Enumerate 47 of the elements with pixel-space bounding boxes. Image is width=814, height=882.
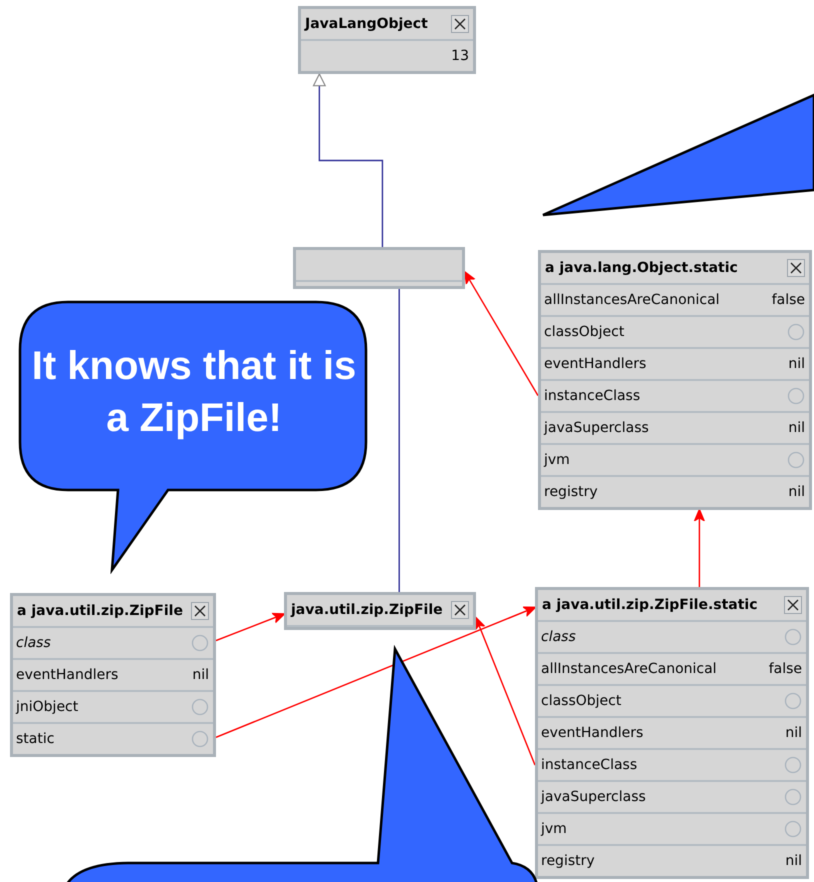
arrow xyxy=(464,270,539,396)
field-value: nil xyxy=(788,420,805,436)
inspector-window xyxy=(284,592,476,630)
field-name: allInstancesAreCanonical xyxy=(544,292,720,308)
field-name: instanceClass xyxy=(541,757,638,773)
arrow xyxy=(216,606,536,738)
field-value: nil xyxy=(785,725,802,741)
field-name: class xyxy=(16,635,51,651)
window-title: a java.lang.Object.static xyxy=(545,260,738,276)
callout-text: It knows that it is a ZipFile! xyxy=(30,343,358,442)
field-name: jvm xyxy=(544,452,570,468)
arrow xyxy=(694,508,705,587)
field-value: nil xyxy=(192,667,209,683)
window-title: JavaLangObject xyxy=(305,16,428,32)
field-name: javaSuperclass xyxy=(541,789,646,805)
window-title: a java.util.zip.ZipFile.static xyxy=(542,597,758,613)
field-name: class xyxy=(541,629,576,645)
field-name: javaSuperclass xyxy=(544,420,649,436)
inspector-window xyxy=(535,587,809,879)
field-name: registry xyxy=(541,853,595,869)
instance-count: 13 xyxy=(451,48,469,64)
field-name: eventHandlers xyxy=(541,725,644,741)
window-title: a java.util.zip.ZipFile xyxy=(17,603,183,619)
arrow xyxy=(312,73,384,247)
field-value: nil xyxy=(788,356,805,372)
field-value: nil xyxy=(788,484,805,500)
field-value: false xyxy=(772,292,805,308)
field-name: classObject xyxy=(541,693,622,709)
field-name: static xyxy=(16,731,54,747)
inspector-window xyxy=(538,250,812,510)
field-name: allInstancesAreCanonical xyxy=(541,661,717,677)
field-name: eventHandlers xyxy=(16,667,118,683)
connector-line xyxy=(398,289,400,592)
arrow xyxy=(474,616,536,766)
field-value: nil xyxy=(785,853,802,869)
window-title: java.util.zip.ZipFile xyxy=(291,602,443,618)
field-name: instanceClass xyxy=(544,388,640,404)
field-name: classObject xyxy=(544,324,624,340)
field-value: false xyxy=(768,661,802,677)
inspector-window xyxy=(298,6,476,74)
inspector-window xyxy=(293,247,465,289)
field-name: jniObject xyxy=(16,699,78,715)
inspector-window xyxy=(10,593,216,757)
arrow xyxy=(216,612,286,642)
field-name: eventHandlers xyxy=(544,356,646,372)
field-name: jvm xyxy=(541,821,567,837)
field-name: registry xyxy=(544,484,598,500)
